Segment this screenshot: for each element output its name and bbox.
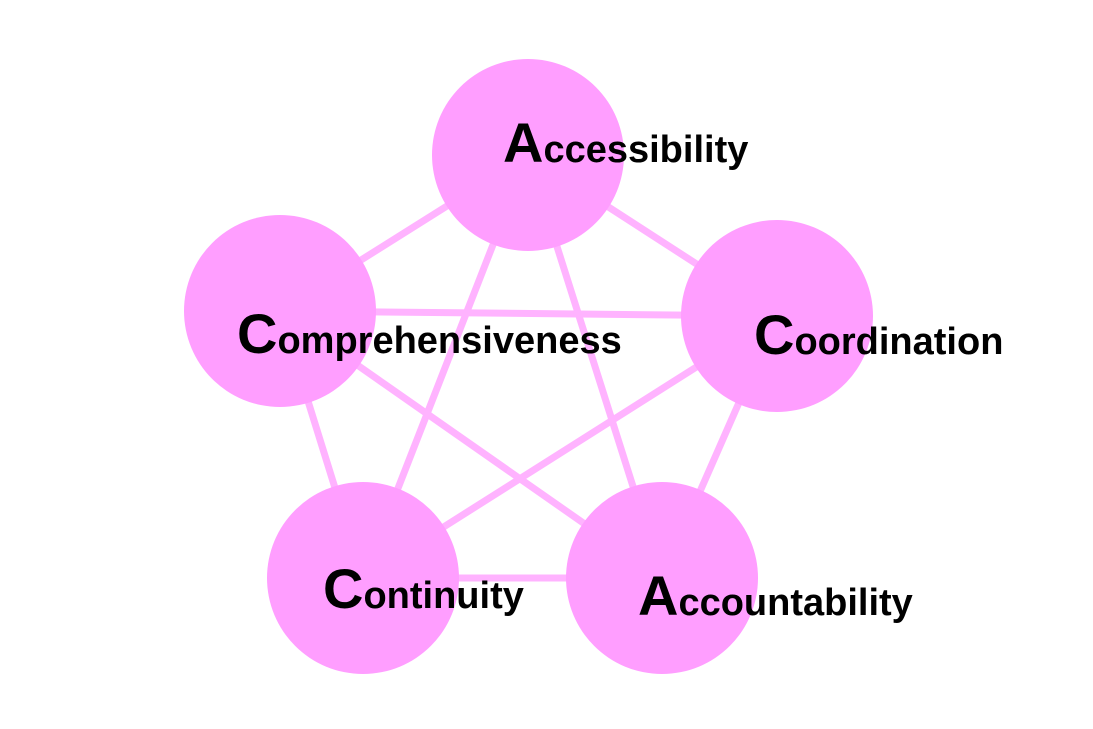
diagram-nodes	[184, 59, 873, 674]
node-accessibility	[432, 59, 624, 251]
node-comprehensiveness	[184, 215, 376, 407]
label-comprehensiveness: Comprehensiveness	[237, 302, 622, 365]
node-accountability	[566, 482, 758, 674]
label-accountability: Accountability	[638, 564, 913, 627]
label-coordination: Coordination	[754, 303, 1003, 366]
label-accessibility: Accessibility	[503, 111, 748, 174]
diagram-labels: Accessibility Coordination Accountabilit…	[237, 111, 1003, 627]
node-continuity	[267, 482, 459, 674]
label-continuity: Continuity	[323, 557, 524, 620]
node-coordination	[681, 220, 873, 412]
